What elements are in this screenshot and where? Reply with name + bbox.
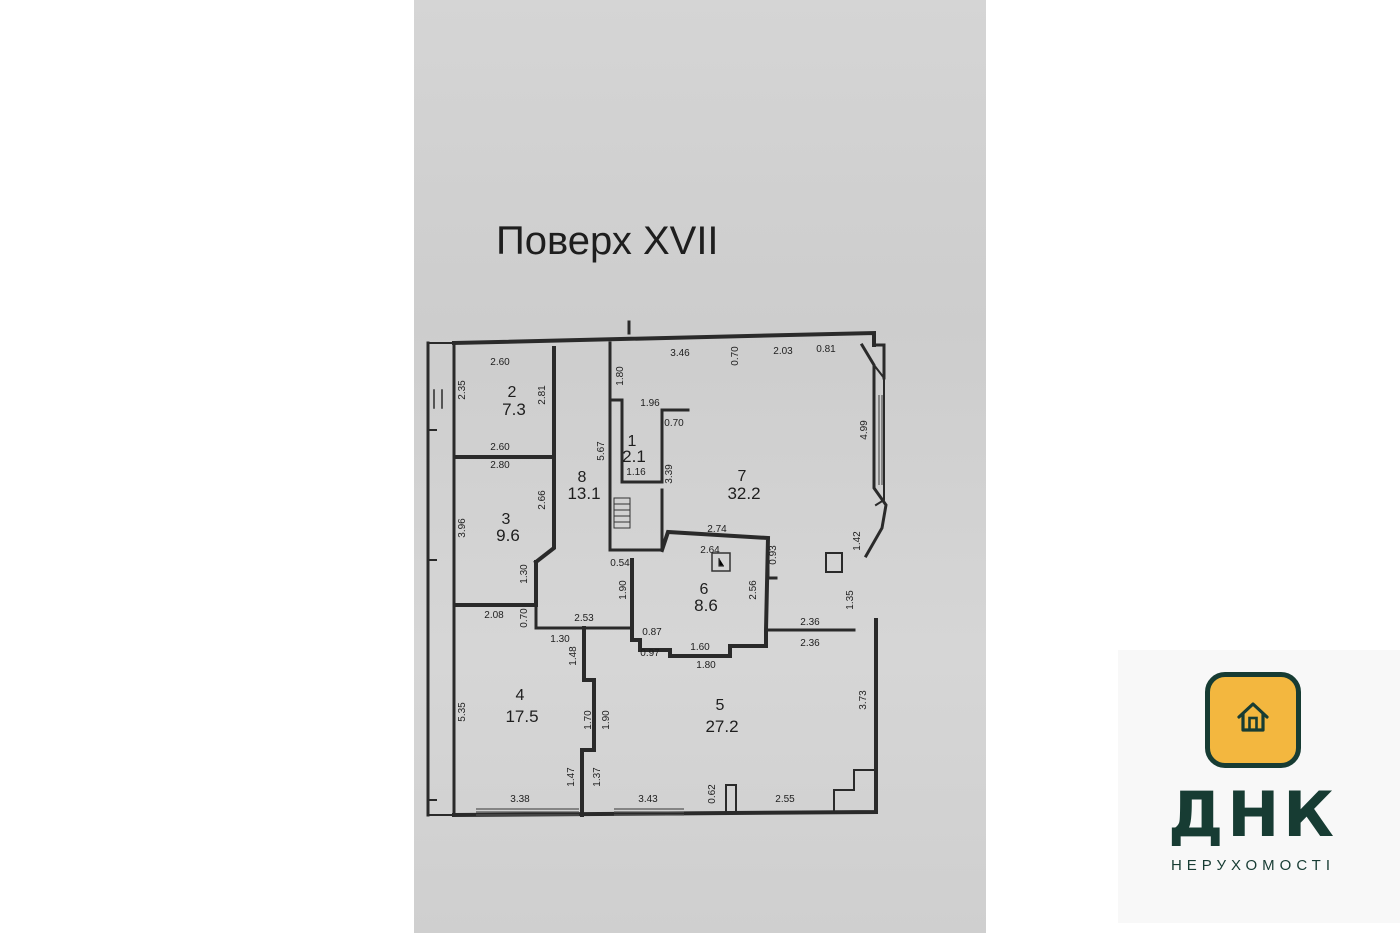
dimension-label: 2.60 [490, 357, 510, 368]
dimension-label: 1.16 [626, 467, 646, 478]
house-icon-glyph [1237, 702, 1269, 732]
dimension-label: 2.56 [748, 580, 759, 600]
floor-plan-sheet: Поверх XVII [414, 0, 986, 933]
dimension-label: 0.87 [642, 627, 662, 638]
dimension-label: 2.64 [700, 545, 720, 556]
room-8-area: 13.1 [567, 484, 600, 503]
dimension-label: 3.46 [670, 348, 690, 359]
dimension-label: 1.47 [566, 767, 577, 787]
floor-title: Поверх XVII [496, 219, 719, 263]
brand-tagline: НЕРУХОМОСТІ [1170, 857, 1336, 874]
dimension-label: 2.36 [800, 638, 820, 649]
room-labels: 1 2.1 2 7.3 3 9.6 4 17.5 5 27.2 6 8.6 7 … [496, 384, 760, 736]
dimension-label: 1.96 [640, 398, 660, 409]
room-6-number: 6 [700, 581, 709, 598]
dimension-label: 3.39 [664, 464, 675, 484]
dimension-label: 0.93 [768, 545, 779, 565]
room-1-number: 1 [628, 433, 637, 450]
dimension-label: 3.38 [510, 794, 530, 805]
dimension-label: 2.35 [457, 380, 468, 400]
dimension-label: 2.08 [484, 610, 504, 621]
dimension-label: 2.36 [800, 617, 820, 628]
room-1-area: 2.1 [622, 447, 646, 466]
dimension-label: 2.74 [707, 524, 727, 535]
room-5-area: 27.2 [705, 717, 738, 736]
dimension-label: 2.81 [537, 385, 548, 405]
dimension-label: 0.70 [664, 418, 684, 429]
dimension-label: 0.70 [730, 346, 741, 366]
room-7-number: 7 [738, 468, 747, 485]
dimension-label: 1.80 [615, 366, 626, 386]
dimension-label: 3.43 [638, 794, 658, 805]
dimension-label: 1.90 [601, 710, 612, 730]
dimension-label: 2.53 [574, 613, 594, 624]
dimension-label: 1.35 [845, 590, 856, 610]
lift-detail [613, 497, 731, 572]
room-5-number: 5 [716, 697, 725, 714]
dimension-label: 1.30 [519, 564, 530, 584]
dimension-label: 2.03 [773, 346, 793, 357]
dimension-label: 2.55 [775, 794, 795, 805]
dimension-label: 2.80 [490, 460, 510, 471]
dimension-label: 0.62 [707, 784, 718, 804]
dimension-label: 4.99 [859, 420, 870, 440]
room-3-number: 3 [502, 511, 511, 528]
dimension-label: 0.54 [610, 558, 630, 569]
dimension-label: 0.97 [640, 648, 660, 659]
dimension-label: 5.67 [596, 441, 607, 461]
room-2-area: 7.3 [502, 400, 526, 419]
room-8-number: 8 [578, 469, 587, 486]
brand-name: ДНК [1168, 778, 1338, 851]
room-4-number: 4 [516, 687, 525, 704]
dimension-label: 2.66 [537, 490, 548, 510]
windows [476, 395, 883, 816]
dimension-label: 1.42 [852, 531, 863, 551]
room-7-area: 32.2 [727, 484, 760, 503]
dimension-label: 1.90 [618, 580, 629, 600]
floor-plan-drawing: Поверх XVII [426, 219, 888, 818]
dimension-label: 5.35 [457, 702, 468, 722]
dimension-label: 1.70 [583, 710, 594, 730]
room-4-area: 17.5 [505, 707, 538, 726]
room-6-area: 8.6 [694, 596, 718, 615]
room-3-area: 9.6 [496, 526, 520, 545]
dimension-label: 1.80 [696, 660, 716, 671]
dimension-label: 0.81 [816, 344, 836, 355]
room-2-number: 2 [508, 384, 517, 401]
dimension-label: 0.70 [519, 608, 530, 628]
brand-logo: ДНК НЕРУХОМОСТІ [1118, 650, 1400, 923]
dimension-label: 1.30 [550, 634, 570, 645]
walls [426, 320, 888, 818]
dimension-labels: 2.60 2.35 2.81 2.60 2.80 2.66 3.96 1.30 … [457, 344, 870, 805]
dimension-label: 1.37 [592, 767, 603, 787]
dimension-label: 2.60 [490, 442, 510, 453]
dimension-label: 1.48 [568, 646, 579, 666]
dimension-label: 3.73 [858, 690, 869, 710]
dimension-label: 3.96 [457, 518, 468, 538]
house-icon [1205, 672, 1301, 768]
dimension-label: 1.60 [690, 642, 710, 653]
